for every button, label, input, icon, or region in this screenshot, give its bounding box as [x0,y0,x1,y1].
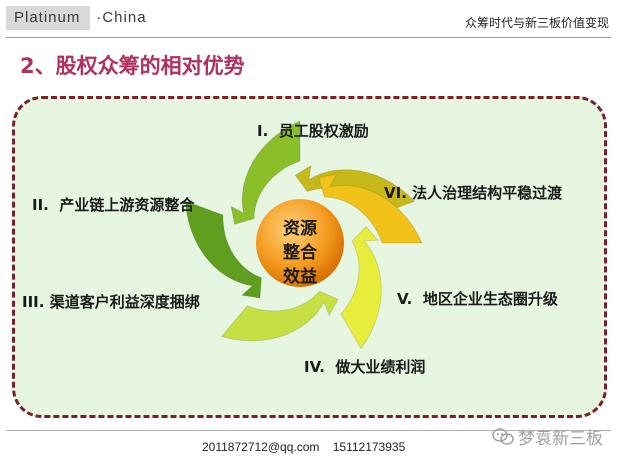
logo-left-text: Platinum [6,6,91,30]
item-1-label: I. 员工股权激励 [257,120,369,141]
center-label: 资源 整合 效益 [259,217,341,289]
brand-logo: Platinum ·China [6,6,147,30]
item-4-numeral: IV. [304,358,325,376]
wechat-icon [492,427,514,445]
contact-email: 2011872712@qq.com [202,440,320,454]
item-5-text: 地区企业生态圈升级 [422,290,558,308]
presentation-title: 众筹时代与新三板价值变现 [464,16,609,30]
item-4-text: 做大业绩利润 [335,358,426,376]
header-divider [6,37,611,38]
item-3-label: III. 渠道客户利益深度捆绑 [22,291,200,312]
item-1-numeral: I. [257,122,269,140]
center-label-line-3: 效益 [283,267,317,287]
cycle-arrow-2 [230,120,301,225]
item-1-text: 员工股权激励 [278,122,369,140]
item-6-numeral: VI. [384,184,407,202]
item-5-label: V. 地区企业生态圈升级 [397,288,558,309]
center-circle [256,199,344,287]
cycle-arrow-4 [220,290,339,342]
footer-divider [6,430,611,431]
item-6-text: 法人治理结构平稳过渡 [412,184,563,202]
item-2-text: 产业链上游资源整合 [59,196,195,214]
slide-heading: 2、股权众筹的相对优势 [20,54,245,78]
watermark-text: 梦袁新三板 [518,429,603,449]
cycle-arrow-5 [340,225,382,350]
cycle-arrow-3 [184,200,262,299]
logo-right-text: ·China [96,9,147,26]
watermark: 梦袁新三板 [492,424,603,449]
item-3-numeral: III. [22,293,45,311]
item-3-text: 渠道客户利益深度捆绑 [49,293,200,311]
contact-info: 2011872712@qq.com 15112173935 [202,440,405,454]
cycle-arrow-6 [318,173,423,244]
contact-phone: 15112173935 [332,440,406,454]
item-5-numeral: V. [397,290,413,308]
item-2-numeral: II. [32,196,49,214]
center-label-line-2: 整合 [283,243,317,263]
center-label-line-1: 资源 [283,219,317,239]
item-4-label: IV. 做大业绩利润 [304,356,425,377]
item-2-label: II. 产业链上游资源整合 [32,194,194,215]
item-6-label: VI. 法人治理结构平稳过渡 [384,182,562,203]
